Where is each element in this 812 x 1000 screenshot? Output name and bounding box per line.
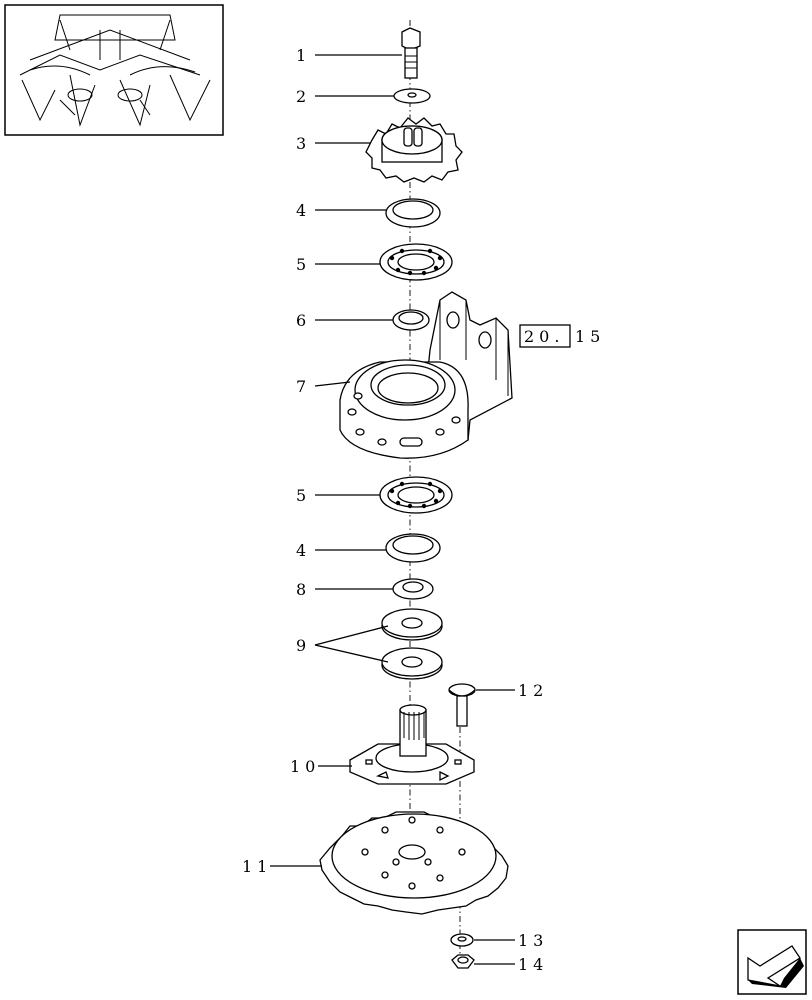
part-9-washer-upper[interactable]: [381, 608, 443, 641]
part-9-washer-lower[interactable]: [381, 647, 443, 680]
part-4-ring-upper[interactable]: [385, 198, 441, 228]
part-4-ring-lower[interactable]: [385, 533, 441, 563]
reference-link[interactable]: 20. 15: [519, 324, 605, 348]
callout-5-lower: 5: [296, 486, 311, 505]
callout-7: 7: [296, 377, 311, 396]
callout-4-lower: 4: [296, 541, 311, 560]
part-2-washer[interactable]: [393, 88, 431, 104]
machine-overview-thumbnail[interactable]: [4, 4, 224, 136]
leader-lines: [270, 54, 515, 965]
part-6-spacer[interactable]: [392, 309, 430, 331]
callout-6: 6: [296, 311, 311, 330]
callout-10: 10: [290, 757, 320, 776]
part-7-housing[interactable]: [339, 291, 513, 459]
part-3-sprocket[interactable]: [365, 117, 463, 183]
callout-4-upper: 4: [296, 201, 311, 220]
callout-9: 9: [296, 636, 311, 655]
back-arrow-icon[interactable]: [737, 929, 807, 995]
part-8-washer[interactable]: [392, 578, 434, 600]
part-12-carriage-bolt[interactable]: [448, 683, 476, 727]
part-5-bearing-lower[interactable]: [379, 476, 453, 514]
callout-13: 13: [518, 931, 548, 950]
callout-14: 14: [518, 955, 548, 974]
reference-boxed: 20.: [524, 327, 564, 346]
part-10-splined-hub[interactable]: [349, 704, 475, 785]
part-13-washer[interactable]: [450, 933, 474, 947]
callout-11: 11: [242, 857, 272, 876]
callout-2: 2: [296, 87, 311, 106]
callout-5-upper: 5: [296, 255, 311, 274]
part-14-nut[interactable]: [451, 954, 475, 969]
part-11-star-disc[interactable]: [319, 811, 509, 915]
callout-8: 8: [296, 580, 311, 599]
reference-suffix: 15: [575, 327, 605, 346]
callout-1: 1: [296, 46, 311, 65]
part-1-bolt[interactable]: [401, 27, 421, 79]
callout-3: 3: [296, 134, 311, 153]
part-5-bearing-upper[interactable]: [379, 243, 453, 281]
callout-12: 12: [518, 681, 548, 700]
